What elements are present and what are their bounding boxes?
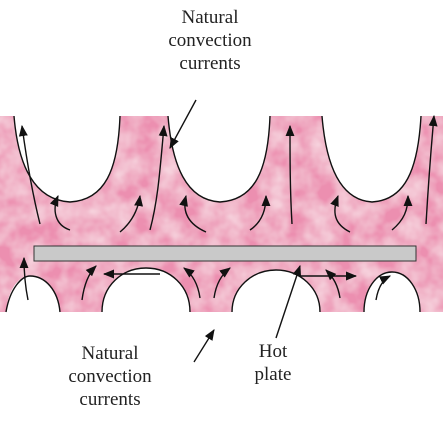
label-plate-line-1: Hot [238,340,308,363]
lower-flow-5 [376,276,390,300]
label-top-line-3: currents [150,52,270,75]
label-bottom-line-1: Natural [40,342,180,365]
hot-plate [34,246,416,261]
label-top-convection-currents: Natural convection currents [150,6,270,75]
leader-top [170,100,196,148]
label-bottom-line-2: convection [40,365,180,388]
label-bottom-line-3: currents [40,388,180,411]
label-bottom-convection-currents: Natural convection currents [40,342,180,411]
fluid-region [0,116,443,312]
label-top-line-2: convection [150,29,270,52]
label-top-line-1: Natural [150,6,270,29]
leader-plate [276,266,300,338]
label-hot-plate: Hot plate [238,340,308,386]
leader-bottom [194,330,214,362]
label-plate-line-2: plate [238,363,308,386]
